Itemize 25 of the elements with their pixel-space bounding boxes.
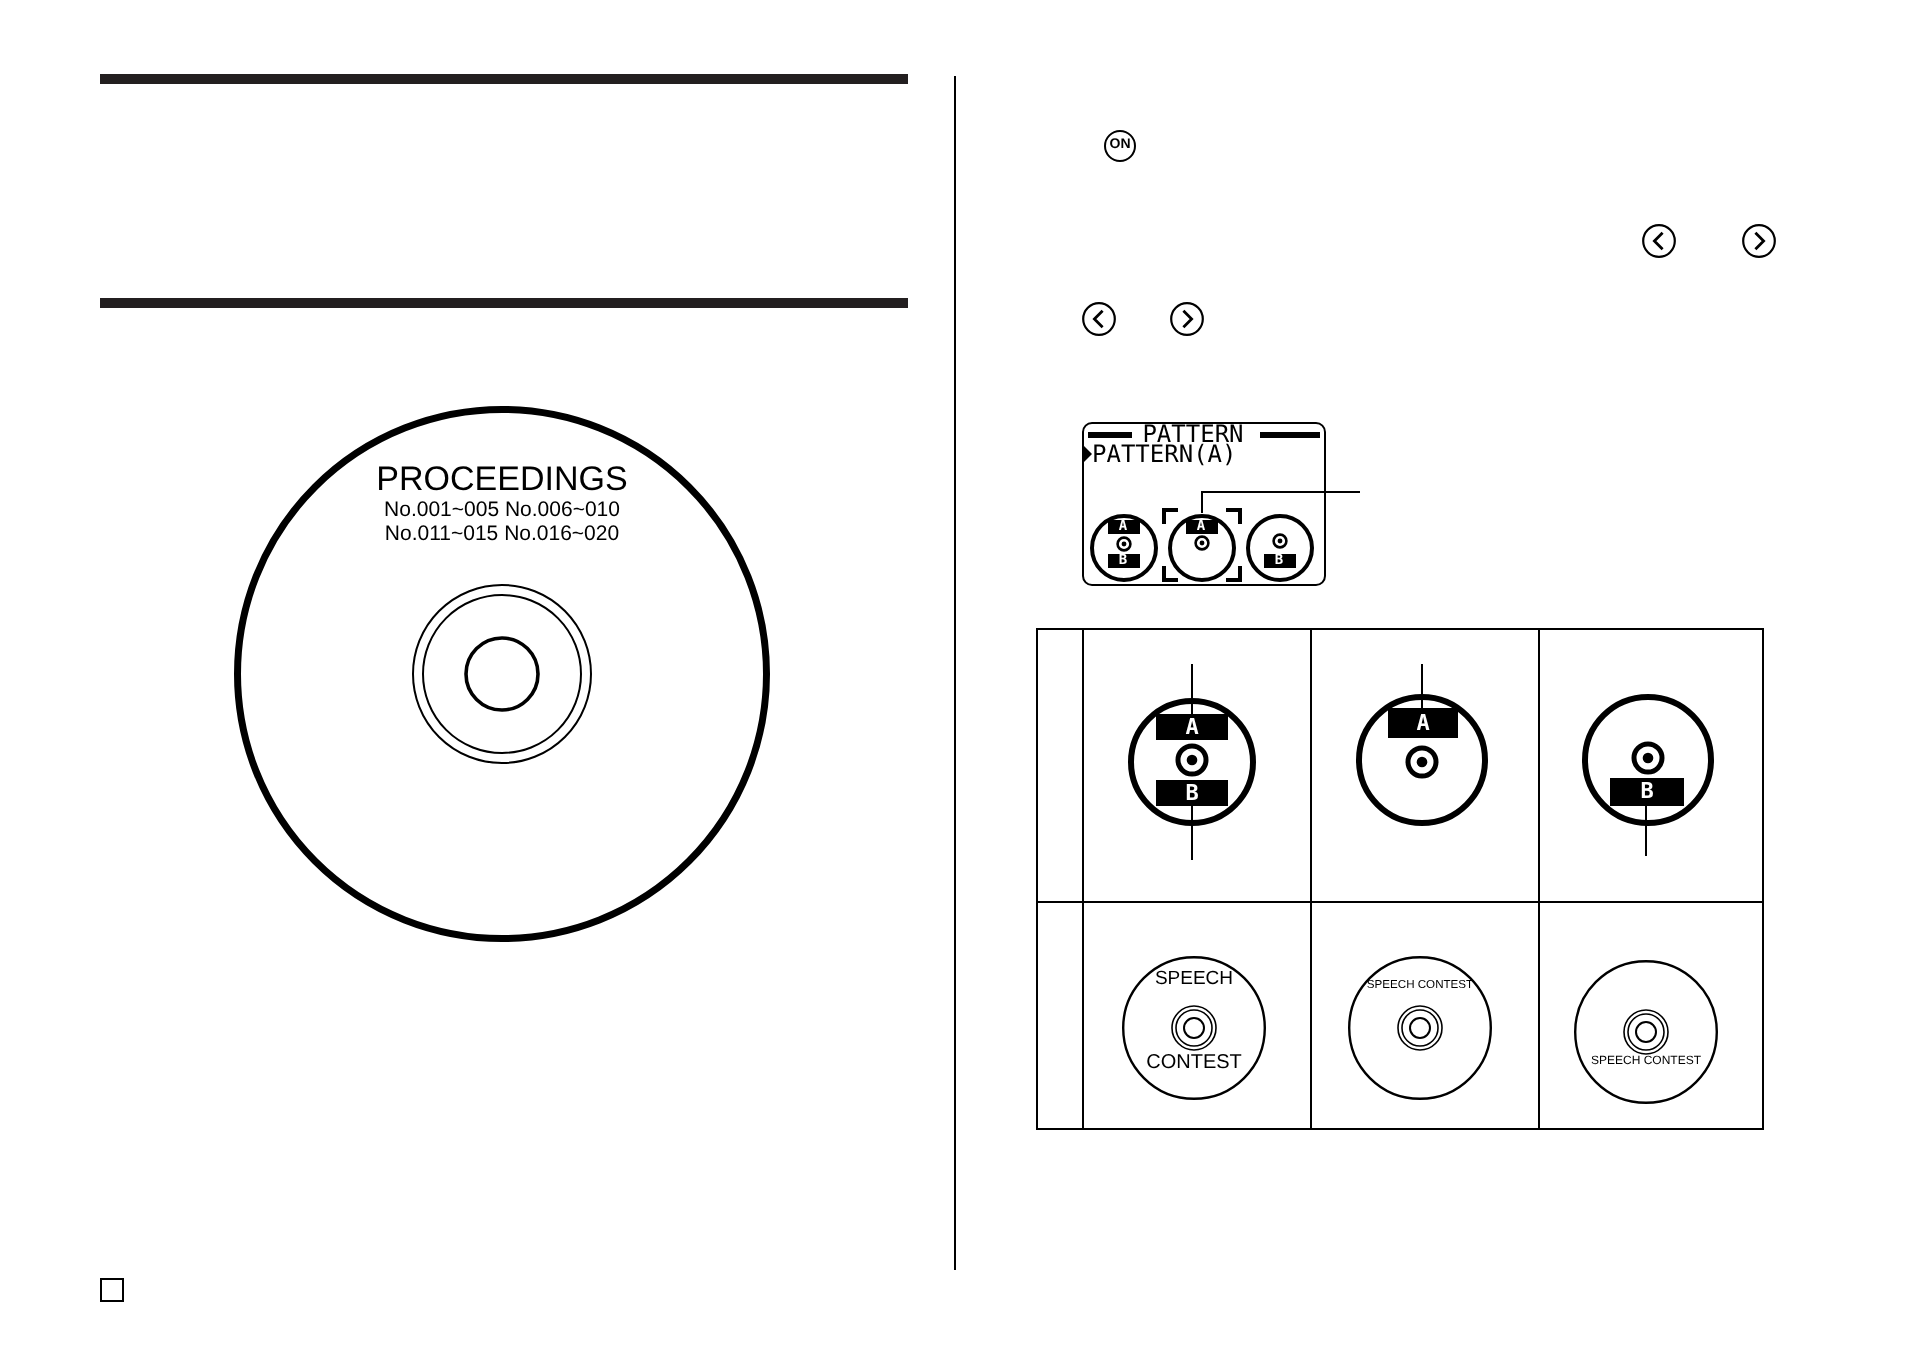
label-band: B bbox=[1156, 780, 1228, 806]
cd-disc bbox=[1122, 956, 1266, 1100]
label-band: A bbox=[1388, 708, 1458, 738]
screen-heading: PATTERN bbox=[1142, 423, 1244, 444]
menu-item: PATTERN(A) bbox=[1092, 443, 1237, 464]
leader-line bbox=[1191, 805, 1193, 861]
disc-label: CONTEST bbox=[1146, 1052, 1242, 1076]
pixel-disc bbox=[1128, 698, 1256, 826]
leader-line bbox=[1645, 805, 1647, 857]
label-band: A bbox=[1156, 714, 1228, 740]
lcd-screen bbox=[1082, 422, 1326, 586]
cd-disc bbox=[1348, 956, 1492, 1100]
disc-label: SPEECH bbox=[1154, 968, 1234, 990]
leader-line bbox=[1191, 663, 1193, 715]
pixel-disc bbox=[1245, 513, 1313, 581]
disc-title: PROCEEDINGS bbox=[376, 462, 628, 497]
cd-disc bbox=[234, 406, 770, 942]
pixel-disc bbox=[1356, 694, 1488, 826]
label-band: B bbox=[1610, 778, 1684, 806]
pixel-disc bbox=[1582, 694, 1714, 826]
cd-disc bbox=[1574, 960, 1718, 1104]
leader-line bbox=[1201, 491, 1361, 514]
leader-line bbox=[1421, 663, 1423, 709]
pixel-disc bbox=[1089, 513, 1157, 581]
disc-subtitle: No.001~005 No.006~010 No.011~015 No.016~020 bbox=[382, 497, 622, 545]
